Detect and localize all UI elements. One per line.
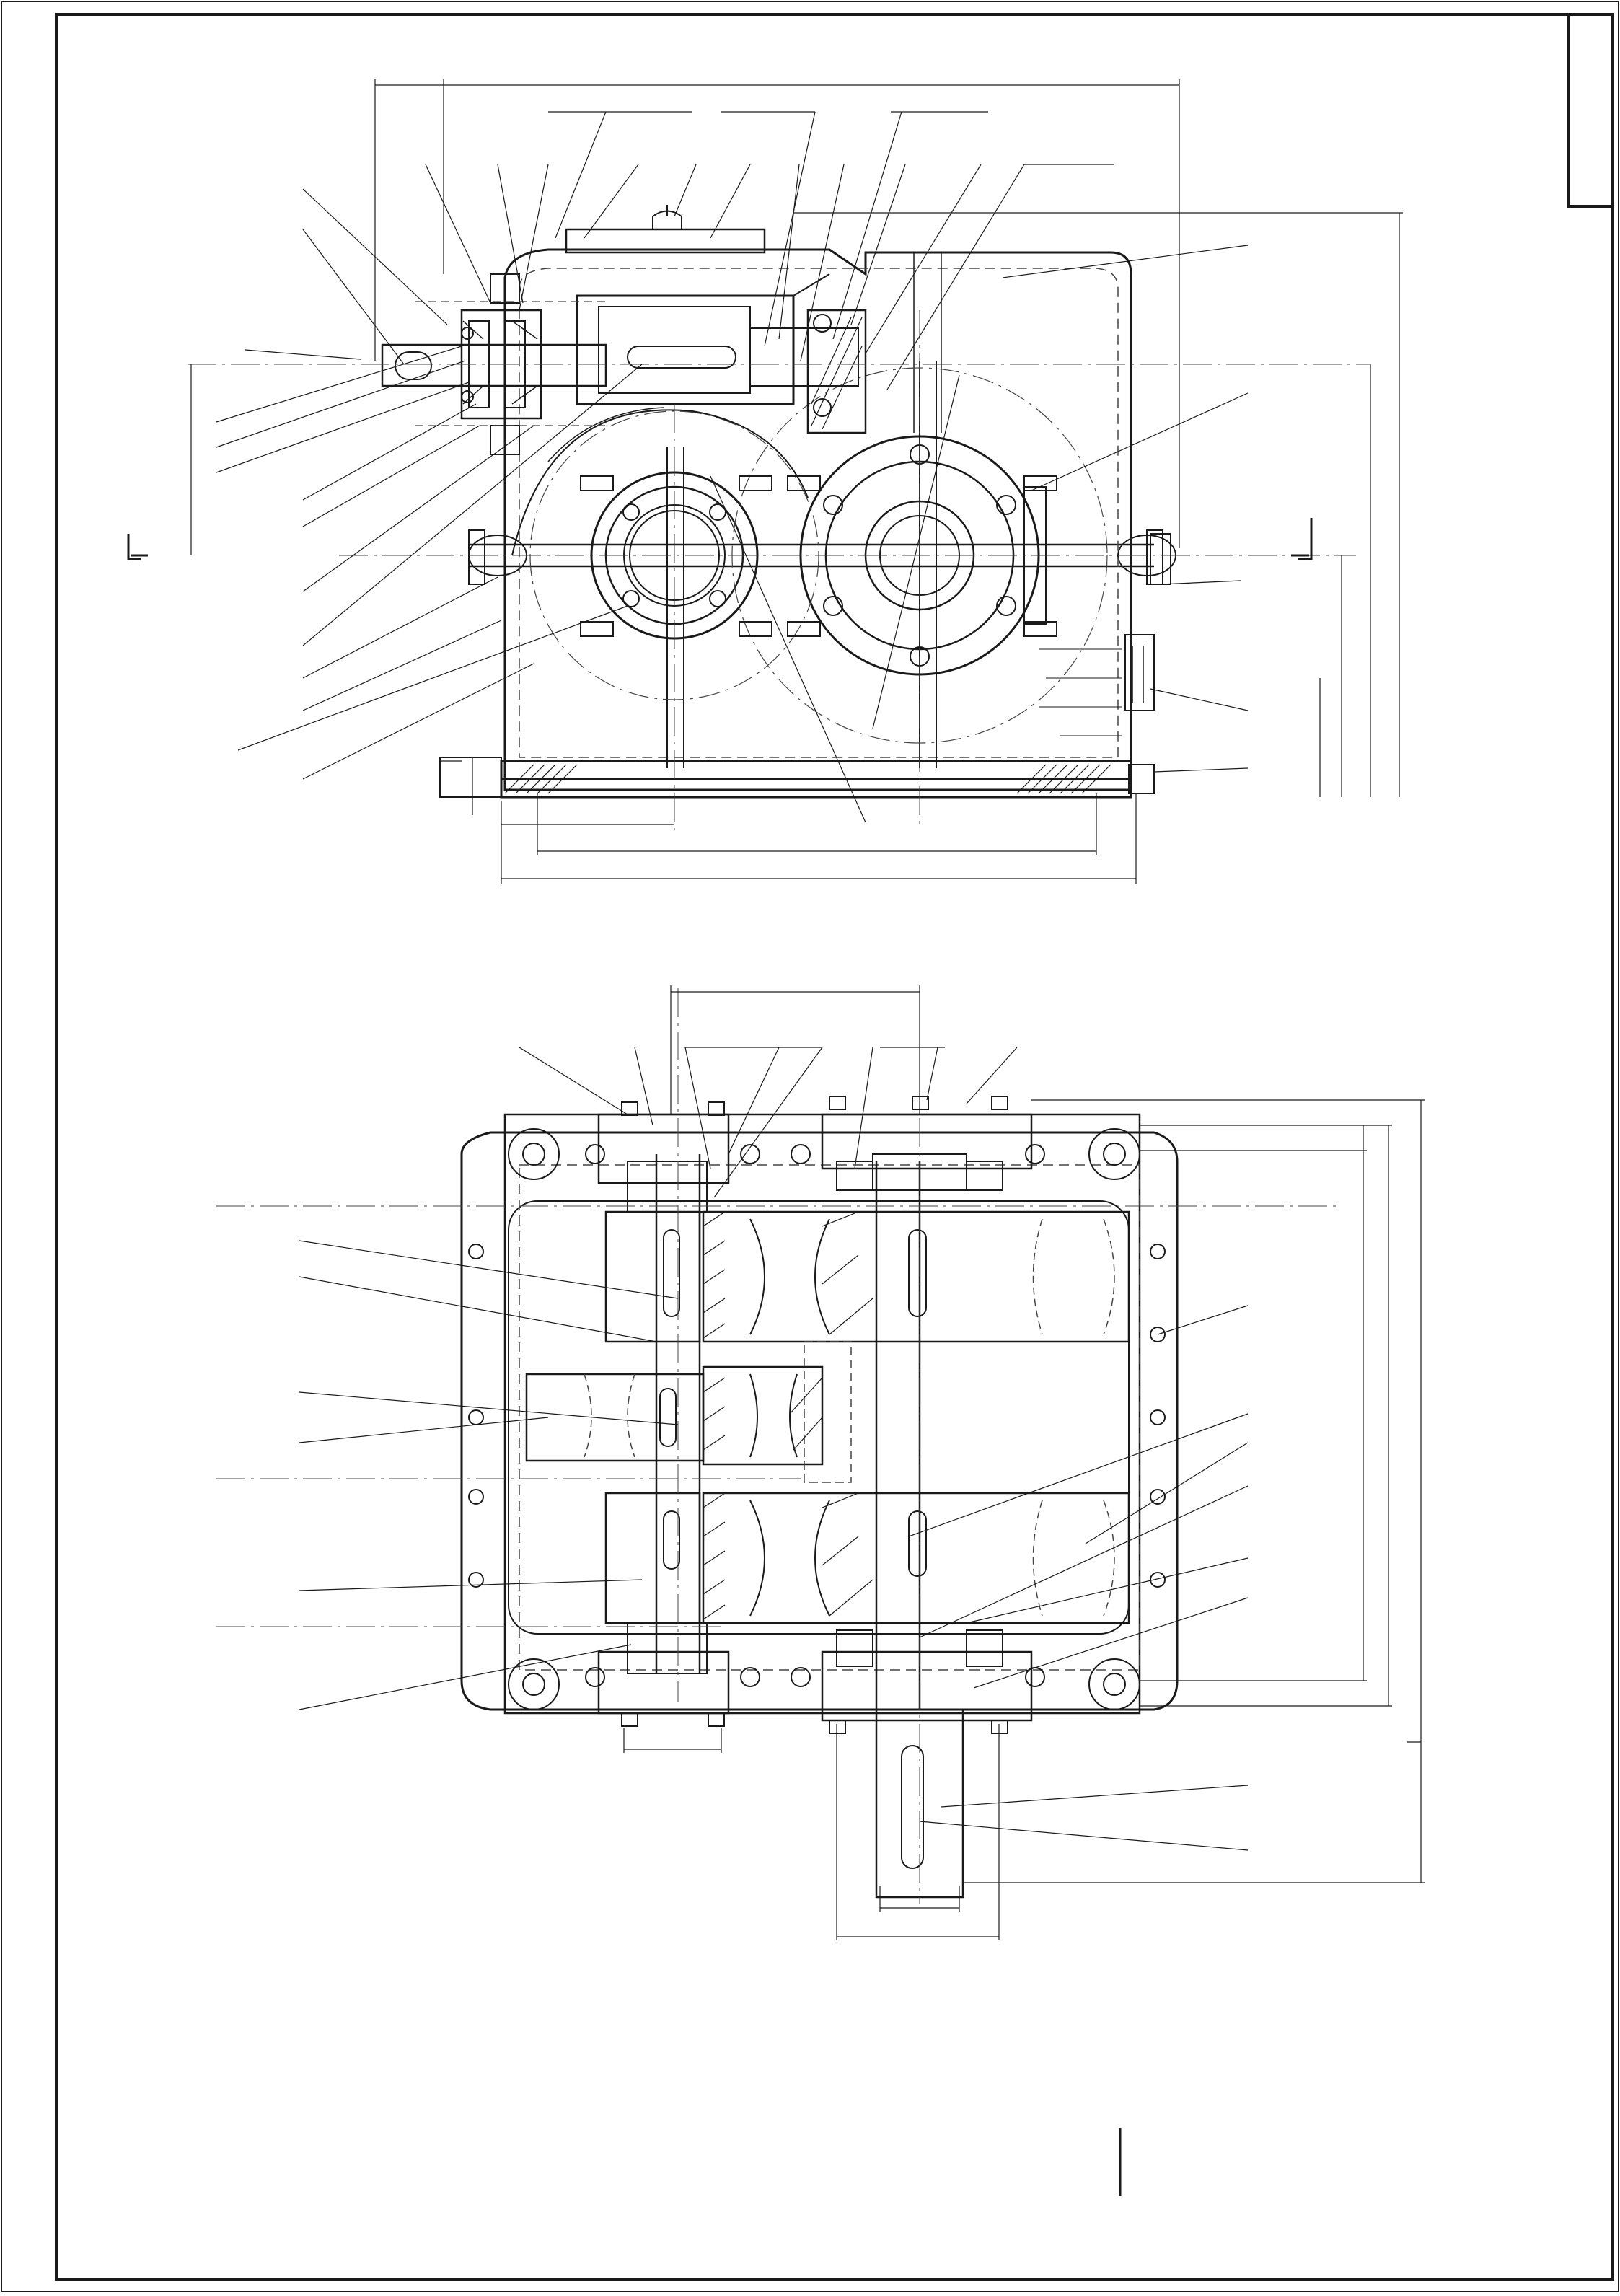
base-hatch-right	[1016, 764, 1111, 794]
plan-dimensions	[623, 985, 1425, 1940]
boss-bolts-right	[823, 444, 1016, 667]
input-shaft	[381, 343, 607, 387]
gear-lower-wheel	[702, 1492, 1130, 1624]
section-marker-right	[1291, 518, 1313, 560]
gear-middle	[525, 1341, 852, 1483]
inspection-cover	[565, 228, 766, 254]
inner-housing-dashed	[519, 268, 1119, 758]
gear-lower-pinion	[604, 1492, 701, 1624]
housing-outline	[503, 248, 1132, 791]
side-bolts	[468, 1144, 1166, 1687]
hub-hatch	[703, 1211, 873, 1620]
boss-bolts-left	[622, 503, 726, 607]
gear-upper-wheel	[702, 1210, 1130, 1343]
top-plan-view	[216, 985, 1425, 1940]
worm-gear-body	[576, 294, 795, 405]
parting-flange	[469, 543, 1154, 568]
front-section-view	[127, 79, 1403, 884]
front-leader-lines	[216, 111, 1249, 823]
gear-upper-pinion	[604, 1210, 701, 1343]
section-marker-left	[127, 534, 148, 560]
oil-sight-gauge	[1124, 634, 1155, 711]
plan-leader-lines	[299, 1047, 1249, 1851]
output-shaft	[875, 1161, 921, 1710]
front-dimensions	[190, 79, 1403, 884]
cap-bolts	[621, 1096, 1008, 1734]
base-hatch-left	[504, 764, 578, 794]
